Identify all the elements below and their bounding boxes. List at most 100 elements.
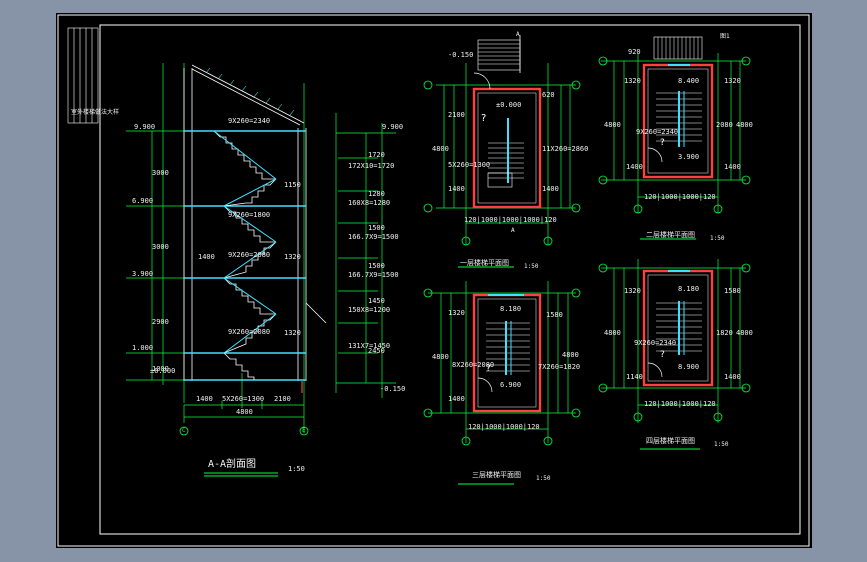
level-label: ±0.000 bbox=[150, 367, 176, 375]
bottom-dim: 5X260=1300 bbox=[222, 395, 265, 403]
titleblock-text: 室外楼梯做法大样 bbox=[71, 109, 120, 116]
drawing-canvas: ? bbox=[57, 14, 810, 547]
level-label: 1.000 bbox=[132, 344, 154, 352]
riser-dim: 2450 bbox=[368, 347, 385, 355]
riser-dim: 166.7X9=1500 bbox=[348, 271, 399, 279]
plan-3-drawing: ? bbox=[423, 281, 581, 446]
floor-height: 3000 bbox=[152, 169, 169, 177]
plan2-dim: 2080 bbox=[716, 121, 733, 129]
section-drawing bbox=[126, 63, 396, 436]
plan4-bottom-dims: 120|1000|1000|120 bbox=[644, 400, 716, 408]
level-label: 6.900 bbox=[132, 197, 154, 205]
plan2-dim: 4800 bbox=[604, 121, 621, 129]
plan-4-drawing: ? bbox=[598, 259, 751, 423]
section-scale: 1:50 bbox=[288, 465, 305, 473]
riser-dim: 1450 bbox=[368, 297, 385, 305]
riser-dim: 1500 bbox=[368, 224, 385, 232]
svg-text:?: ? bbox=[481, 113, 486, 124]
flight-dim: 9X260=1800 bbox=[228, 211, 271, 219]
plan3-title: 三层楼梯平面图 bbox=[472, 471, 521, 479]
plan4-level: 8.900 bbox=[678, 363, 700, 371]
plan4-dim: 4800 bbox=[604, 329, 621, 337]
plan4-dim: 1820 bbox=[716, 329, 733, 337]
plan3-dim: 1400 bbox=[448, 395, 465, 403]
flight-dim: 9X260=2080 bbox=[228, 328, 271, 336]
plan2-dim: 1320 bbox=[624, 77, 641, 85]
svg-text:?: ? bbox=[486, 364, 491, 374]
riser-dim: 1280 bbox=[368, 190, 385, 198]
cad-viewport[interactable]: ? bbox=[56, 13, 812, 548]
plan3-scale: 1:50 bbox=[536, 475, 551, 482]
landing-dim: 1320 bbox=[284, 253, 301, 261]
bottom-dim: 2100 bbox=[274, 395, 291, 403]
inner-frame bbox=[99, 24, 801, 535]
plan3-level: 8.180 bbox=[500, 305, 522, 313]
title-block bbox=[67, 27, 99, 124]
bottom-dim: 1400 bbox=[196, 395, 213, 403]
plan2-dim: 1320 bbox=[724, 77, 741, 85]
plan1-dim: 4800 bbox=[432, 145, 449, 153]
plan2-mark: 图1 bbox=[720, 33, 730, 40]
plan4-scale: 1:50 bbox=[714, 441, 729, 448]
svg-text:?: ? bbox=[660, 138, 665, 148]
right-level-label: 9.900 bbox=[382, 123, 404, 131]
riser-dim: 1720 bbox=[368, 151, 385, 159]
riser-dim: 166.7X9=1500 bbox=[348, 233, 399, 241]
plan3-dim: 7X260=1820 bbox=[538, 363, 581, 371]
landing-dim: 1400 bbox=[198, 253, 215, 261]
plan3-bottom-dims: 120|1000|1000|120 bbox=[468, 423, 540, 431]
floor-height: 2900 bbox=[152, 318, 169, 326]
plan2-dim: 1400 bbox=[724, 163, 741, 171]
riser-dim: 172X10=1720 bbox=[348, 162, 395, 170]
axis-bubble-c bbox=[179, 426, 189, 436]
level-label: 3.900 bbox=[132, 270, 154, 278]
plan1-flight: 5X260=1300 bbox=[448, 161, 491, 169]
plan4-dim: 1140 bbox=[626, 373, 643, 381]
plan4-title: 四层楼梯平面图 bbox=[646, 437, 695, 445]
plan2-dim: 4800 bbox=[736, 121, 753, 129]
outer-frame bbox=[57, 14, 810, 547]
plan1-dim: 11X260=2860 bbox=[542, 145, 589, 153]
plan4-level: 8.180 bbox=[678, 285, 700, 293]
plan1-dim: 1400 bbox=[448, 185, 465, 193]
plan1-level: ±0.000 bbox=[496, 101, 522, 109]
level-label: 9.900 bbox=[134, 123, 156, 131]
plan2-top-dim: 920 bbox=[628, 48, 641, 56]
total-dim: 4800 bbox=[236, 408, 253, 416]
plan-1-drawing: ? bbox=[423, 35, 581, 246]
plan2-dim: 1400 bbox=[626, 163, 643, 171]
plan-2-drawing: ? bbox=[598, 36, 751, 214]
plan4-dim: 1400 bbox=[724, 373, 741, 381]
svg-text:?: ? bbox=[660, 350, 665, 360]
plan3-dim: 4800 bbox=[562, 351, 579, 359]
plan4-dim: 4800 bbox=[736, 329, 753, 337]
plan2-level: 8.400 bbox=[678, 77, 700, 85]
plan3-dim: 1320 bbox=[448, 309, 465, 317]
plan1-dim: 1400 bbox=[542, 185, 559, 193]
plan2-scale: 1:50 bbox=[710, 235, 725, 242]
landing-dim: 1150 bbox=[284, 181, 301, 189]
plan2-level: 3.900 bbox=[678, 153, 700, 161]
riser-dim: 131X7=1450 bbox=[348, 342, 391, 350]
plan1-mark: A bbox=[511, 227, 515, 234]
axis-label-c: C bbox=[182, 427, 186, 434]
plan1-scale: 1:50 bbox=[524, 263, 539, 270]
plan1-bottom-dims: 120|1000|1000|1000|120 bbox=[464, 216, 557, 224]
axis-bubble-e bbox=[299, 426, 309, 436]
plan3-level: 6.900 bbox=[500, 381, 522, 389]
riser-dim: 160X8=1280 bbox=[348, 199, 391, 207]
plan3-dim: 1580 bbox=[546, 311, 563, 319]
plan1-level: -0.150 bbox=[448, 51, 474, 59]
plan1-mark: A bbox=[516, 31, 520, 38]
plan2-bottom-dims: 120|1000|1000|120 bbox=[644, 193, 716, 201]
flight-dim: 9X260=2080 bbox=[228, 251, 271, 259]
plan3-dim: 4800 bbox=[432, 353, 449, 361]
plan1-dim: 2100 bbox=[448, 111, 465, 119]
plan2-title: 二层楼梯平面图 bbox=[646, 231, 695, 239]
plan1-title: 一层楼梯平面图 bbox=[460, 259, 509, 267]
plan4-flight: 9X260=2340 bbox=[634, 339, 677, 347]
plan1-dim: 620 bbox=[542, 91, 555, 99]
axis-label-e: E bbox=[302, 427, 306, 434]
section-title: A-A剖面图 bbox=[208, 459, 257, 470]
right-level-label: -0.150 bbox=[380, 385, 406, 393]
